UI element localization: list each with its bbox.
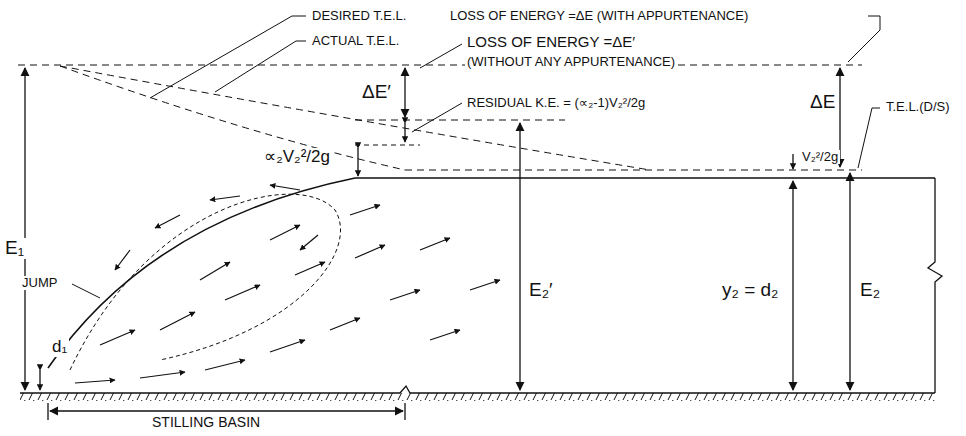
dimension-label: y₂ = d₂ xyxy=(720,280,780,301)
dimension-label: ∝₂V₂²/2g xyxy=(262,148,332,167)
leader-label: LOSS OF ENERGY =ΔE′ xyxy=(465,34,637,51)
dimension-label: E₁ xyxy=(3,238,26,259)
leader-label: LOSS OF ENERGY =ΔE (WITH APPURTENANCE) xyxy=(448,9,750,23)
leader-label: (WITHOUT ANY APPURTENANCE) xyxy=(465,55,677,69)
dimension-label: ΔE xyxy=(808,92,837,113)
dimension-label: d₁ xyxy=(50,338,69,357)
dimension-label: STILLING BASIN xyxy=(150,415,262,430)
leader-label: JUMP xyxy=(20,276,59,290)
leader-label: DESIRED T.E.L. xyxy=(310,9,408,23)
dimension-label: ΔE′ xyxy=(360,82,393,103)
leader-label: T.E.L.(D/S) xyxy=(884,100,952,114)
dimension-label: E₂ xyxy=(858,280,882,301)
leader-label: RESIDUAL K.E. = (∝₂-1)V₂²/2g xyxy=(465,96,647,110)
dimension-label: E₂′ xyxy=(527,280,555,301)
dimension-label: V₂²/2g xyxy=(800,150,840,164)
leader-label: ACTUAL T.E.L. xyxy=(310,34,401,48)
